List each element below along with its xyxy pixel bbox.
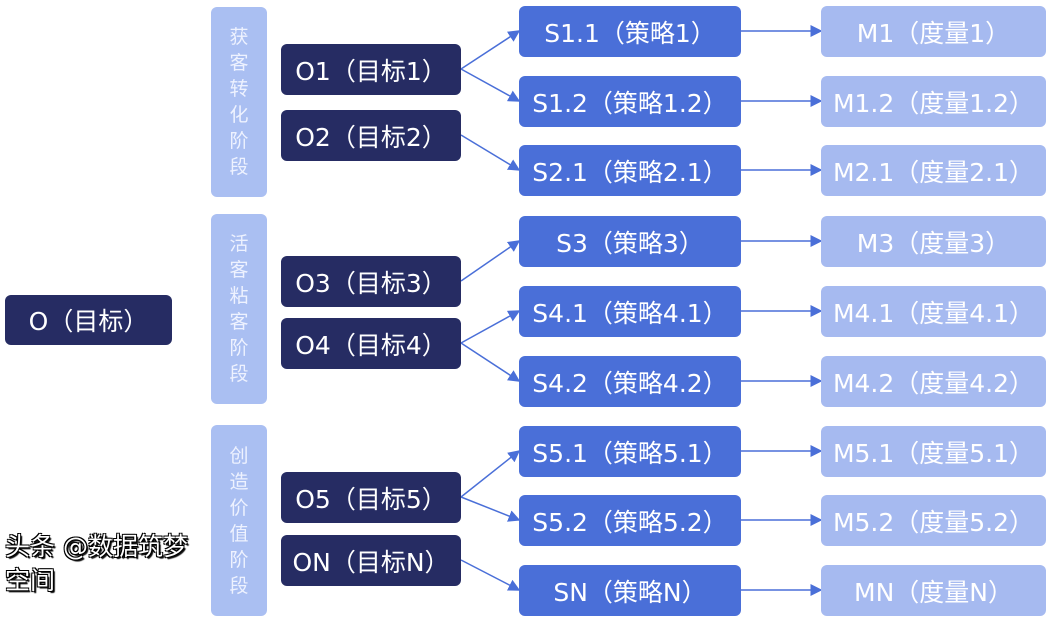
metric-box: M5.2（度量5.2） [821,495,1046,546]
phase-char: 客 [229,52,249,74]
phase-char: 客 [229,259,249,281]
phase-char: 阶 [229,548,249,571]
metric-box: M4.2（度量4.2） [821,356,1046,407]
phase-label: 获客转化阶段 [211,7,267,197]
strategy-box: S5.1（策略5.1） [519,426,741,477]
root-objective: O（目标） [5,295,172,345]
objective-box: O3（目标3） [281,256,461,307]
objective-box: ON（目标N） [281,535,461,586]
phase-char: 创 [229,444,249,467]
objective-strategy-arrow [460,450,521,498]
watermark: 头条 @数据筑梦空间 [5,532,188,595]
metric-box: M1（度量1） [821,6,1046,57]
objective-box: O1（目标1） [281,44,461,95]
phase-char: 段 [229,363,249,385]
metric-box: M5.1（度量5.1） [821,426,1046,477]
strategy-box: S1.1（策略1） [519,6,741,57]
metric-box: M2.1（度量2.1） [821,145,1046,196]
objective-strategy-arrow [460,134,521,171]
metric-box: M1.2（度量1.2） [821,76,1046,127]
objective-box: O4（目标4） [281,318,461,369]
phase-char: 化 [229,104,249,126]
metric-box: M4.1（度量4.1） [821,286,1046,337]
phase-char: 转 [229,78,249,100]
objective-strategy-arrow [460,310,521,344]
metric-box: M3（度量3） [821,216,1046,267]
strategy-box: S2.1（策略2.1） [519,145,741,196]
phase-label: 活客粘客阶段 [211,214,267,404]
phase-char: 阶 [229,337,249,359]
strategy-box: S1.2（策略1.2） [519,76,741,127]
objective-strategy-arrow [460,240,521,282]
phase-char: 段 [229,574,249,597]
phase-char: 段 [229,156,249,178]
metric-box: MN（度量N） [821,565,1046,616]
objective-box: O2（目标2） [281,110,461,161]
strategy-box: S3（策略3） [519,216,741,267]
phase-char: 阶 [229,130,249,152]
objective-strategy-arrow [460,342,521,382]
phase-char: 粘 [229,285,249,307]
strategy-box: SN（策略N） [519,565,741,616]
phase-char: 客 [229,311,249,333]
strategy-box: S5.2（策略5.2） [519,495,741,546]
phase-label: 创造价值阶段 [211,425,267,616]
objective-strategy-arrow [460,496,521,522]
phase-char: 获 [229,26,249,48]
objective-box: O5（目标5） [281,472,461,523]
objective-strategy-arrow [460,30,521,70]
phase-char: 值 [229,522,249,545]
phase-char: 造 [229,470,249,493]
objective-strategy-arrow [460,68,521,102]
phase-char: 活 [229,233,249,255]
objective-strategy-arrow [460,559,521,591]
strategy-box: S4.2（策略4.2） [519,356,741,407]
strategy-box: S4.1（策略4.1） [519,286,741,337]
phase-char: 价 [229,496,249,519]
